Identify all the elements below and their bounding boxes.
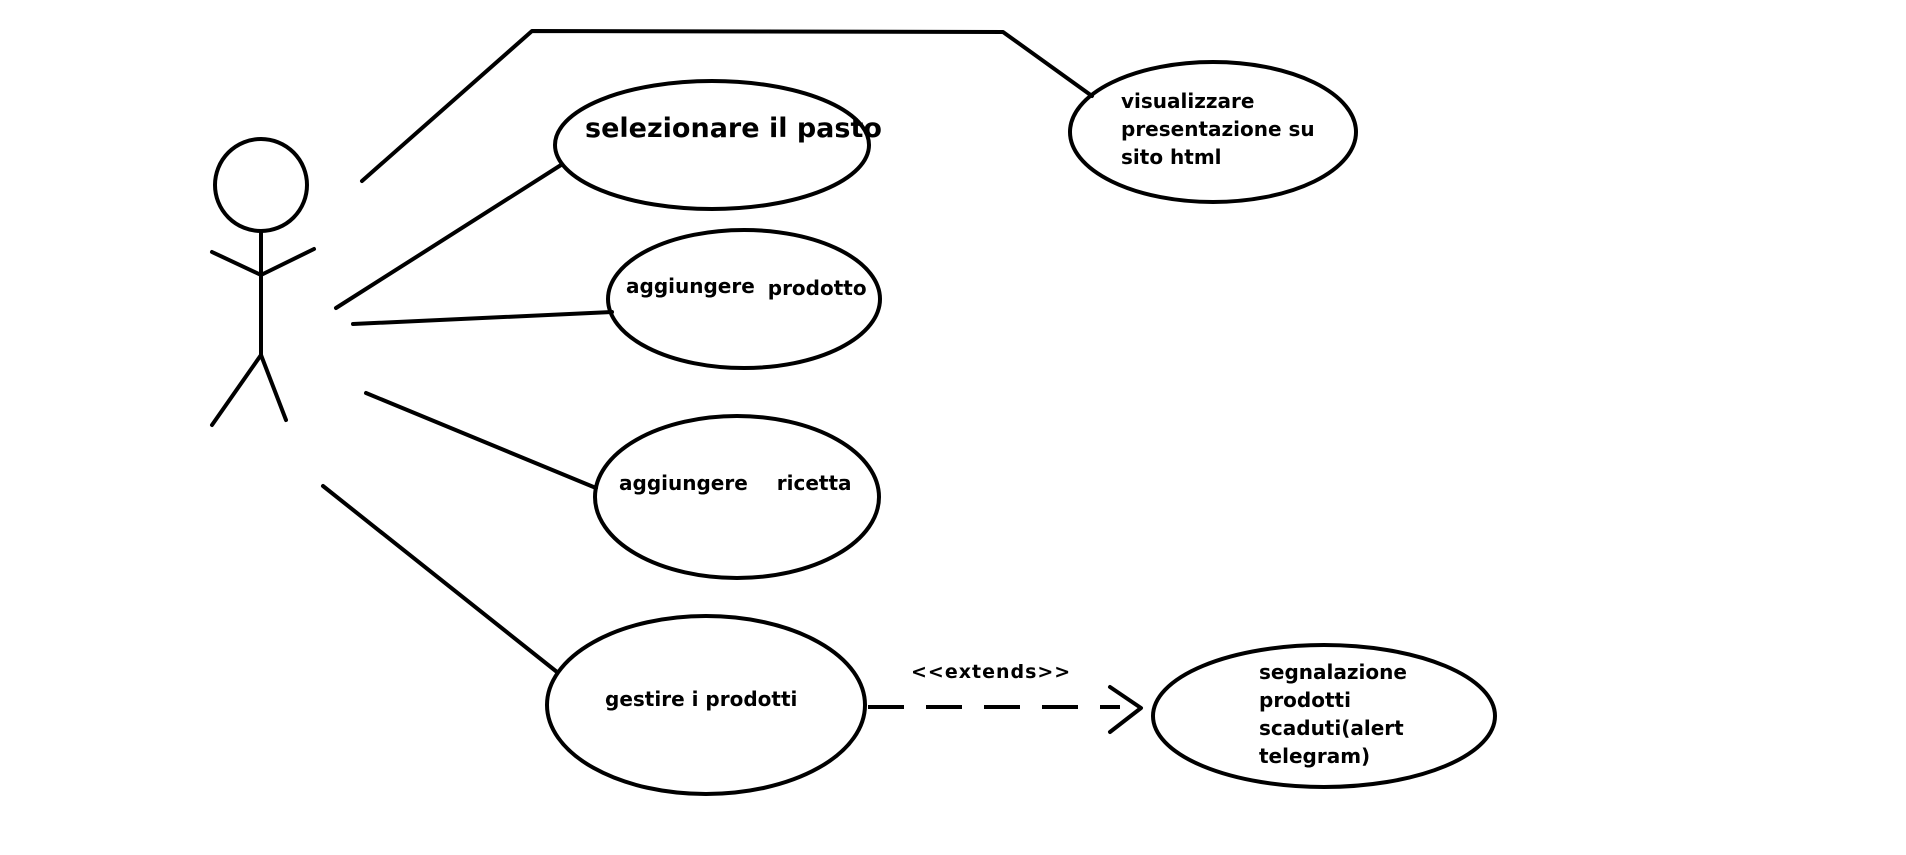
use-case-ricetta-ellipse xyxy=(593,414,881,580)
use-case-segnalazione-line-4: telegram) xyxy=(1259,744,1371,768)
use-case-prodotto-word-1: aggiungere xyxy=(626,274,755,298)
association-prodotto xyxy=(351,310,614,326)
use-case-presentazione-label: visualizzare presentazione su sito html xyxy=(1121,87,1315,171)
extends-arrowhead xyxy=(1108,685,1143,734)
association-ricetta xyxy=(364,391,598,490)
actor-left-leg xyxy=(210,353,263,427)
use-case-prodotto-word-2: prodotto xyxy=(767,276,867,300)
use-case-ricetta-word-1: aggiungere xyxy=(619,471,748,495)
use-case-presentazione-line-2: presentazione su xyxy=(1121,117,1315,141)
use-case-presentazione-line-3: sito html xyxy=(1121,145,1222,169)
use-case-segnalazione-line-2: prodotti xyxy=(1259,688,1351,712)
actor-head xyxy=(213,137,309,233)
use-case-segnalazione-ellipse xyxy=(1151,643,1497,789)
use-case-pasto-ellipse xyxy=(553,79,871,211)
actor-stick-figure xyxy=(210,137,316,427)
use-case-pasto-label: selezionare il pasto xyxy=(585,113,882,144)
association-gestire xyxy=(321,484,559,674)
association-presentazione xyxy=(360,29,1094,183)
actor-left-arm xyxy=(210,250,263,277)
use-case-segnalazione-label: segnalazione prodotti scaduti(alert tele… xyxy=(1259,658,1407,770)
association-pasto xyxy=(334,163,563,310)
actor-right-arm xyxy=(259,247,316,277)
use-case-presentazione-ellipse xyxy=(1068,60,1358,204)
use-case-gestire-label: gestire i prodotti xyxy=(605,687,798,711)
use-case-segnalazione-line-3: scaduti(alert xyxy=(1259,716,1404,740)
use-case-prodotto-ellipse xyxy=(606,228,882,370)
actor-right-leg xyxy=(259,353,288,422)
extends-relation-label: <<extends>> xyxy=(911,661,1072,683)
use-case-prodotto-label: aggiungere prodotto xyxy=(626,272,867,300)
use-case-ricetta-word-2: ricetta xyxy=(776,471,852,495)
use-case-segnalazione-line-1: segnalazione xyxy=(1259,660,1407,684)
use-case-gestire-ellipse xyxy=(545,614,867,796)
use-case-ricetta-label: aggiungere ricetta xyxy=(619,469,852,497)
use-case-presentazione-line-1: visualizzare xyxy=(1121,89,1255,113)
